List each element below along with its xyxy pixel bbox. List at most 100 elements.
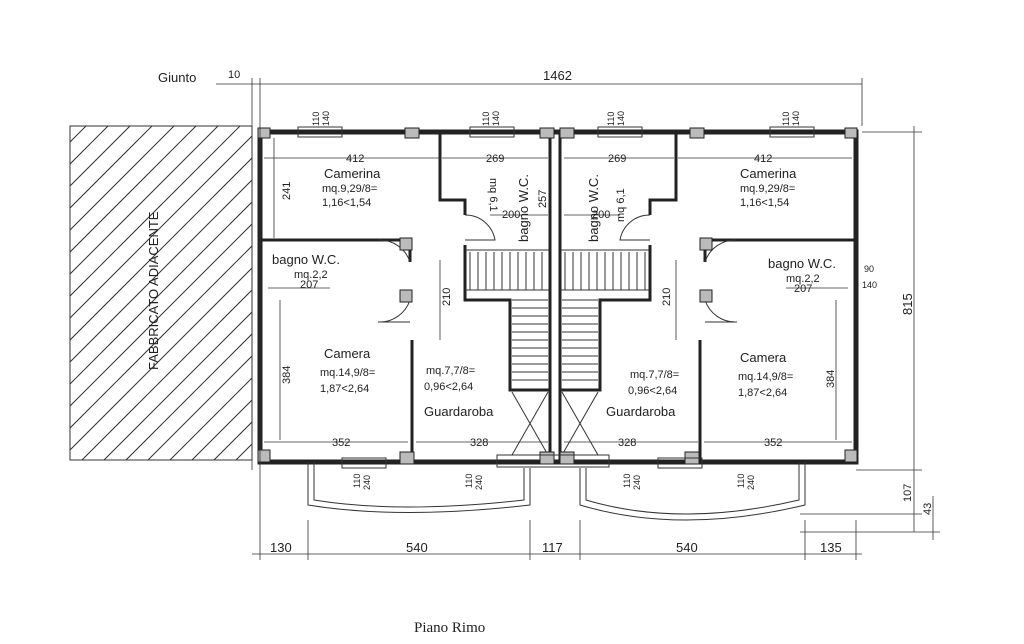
- camera-name: Camera: [740, 350, 787, 365]
- hatch-line: [70, 126, 175, 231]
- bagno-width: 207: [300, 279, 318, 291]
- hatch-line: [70, 157, 252, 341]
- hatch-line: [70, 223, 252, 407]
- camera-width: 352: [332, 437, 350, 449]
- dim-bottom-left: 130: [270, 540, 292, 555]
- camerina-width: 412: [346, 153, 364, 165]
- door-swings: [377, 214, 738, 323]
- win-sill-label: 110: [736, 474, 746, 488]
- rooms-right: 269 412 Camerina mq.9,29/8= 1,16<1,54 ba…: [586, 153, 837, 449]
- joint-label: Giunto: [158, 70, 196, 85]
- hatch-line: [169, 377, 252, 460]
- dimension-labels: Giunto 10 1462 815 107 43 90 140 130 540…: [158, 68, 934, 555]
- dim-bottom-span-right: 540: [676, 540, 698, 555]
- dim-right-balcony: 107: [902, 484, 914, 502]
- hatch-line: [125, 333, 252, 460]
- guardaroba-name: Guardaroba: [606, 404, 676, 419]
- rooms-left: 412 269 Camerina mq.9,29/8= 1,16<1,54 24…: [272, 153, 549, 449]
- hatch-line: [147, 355, 252, 460]
- guardaroba-width: 328: [470, 437, 488, 449]
- bagno-upper-area: mq 6,1: [487, 178, 499, 212]
- dim-right-win-a: 90: [864, 264, 874, 274]
- staircase: [469, 252, 646, 456]
- win-sill-label: 110: [781, 112, 791, 126]
- adjacent-building: FABBRICATO ADIACENTE: [0, 125, 253, 461]
- bagno-name: bagno W.C.: [768, 256, 836, 271]
- win-sill-label: 110: [352, 474, 362, 488]
- bagno-upper-name: bagno W.C.: [586, 174, 601, 242]
- hatch-line: [191, 399, 252, 460]
- dim-right-win-b: 140: [862, 280, 877, 290]
- hatch-line: [70, 267, 252, 451]
- hatch-line: [70, 126, 241, 297]
- win-width-label: 140: [321, 111, 331, 126]
- bagno-width: 207: [794, 283, 812, 295]
- win-width-label: 240: [362, 475, 372, 490]
- guardaroba-area: mq.7,7/8=: [426, 365, 475, 377]
- guardaroba-ratio: 0,96<2,64: [628, 385, 677, 397]
- hatch-line: [0, 126, 64, 460]
- camera-ratio: 1,87<2,64: [320, 383, 369, 395]
- win-sill-label: 110: [311, 112, 321, 126]
- camerina-ratio: 1,16<1,54: [322, 197, 371, 209]
- hatch-line: [70, 179, 252, 363]
- camerina-name: Camerina: [324, 166, 381, 181]
- win-width-label: 240: [474, 475, 484, 490]
- dim-bottom-mid: 117: [542, 540, 563, 555]
- corridor-width: 210: [441, 288, 453, 306]
- hatch-line: [70, 126, 197, 253]
- hatch-line: [70, 201, 252, 385]
- camera-ratio: 1,87<2,64: [738, 387, 787, 399]
- win-sill-label: 110: [481, 112, 491, 126]
- corridor-width: 210: [661, 288, 673, 306]
- bagno-area: mq.2,2: [786, 273, 820, 285]
- outer-walls: [257, 129, 859, 465]
- hatch-line: [70, 126, 219, 275]
- bagno-door: 200: [592, 209, 610, 221]
- stair-tread: [561, 391, 599, 456]
- win-width-label: 240: [632, 475, 642, 490]
- win-sill-label: 110: [464, 474, 474, 488]
- windows: [297, 126, 815, 469]
- camerina-name: Camerina: [740, 166, 797, 181]
- adjacent-building-label: FABBRICATO ADIACENTE: [146, 211, 161, 370]
- camera-depth: 384: [281, 366, 293, 384]
- dimension-lines: [216, 78, 940, 560]
- win-width-label: 240: [746, 475, 756, 490]
- camera-area: mq.14,9/8=: [738, 371, 793, 383]
- camera-area: mq.14,9/8=: [320, 367, 375, 379]
- bagno-upper-width: 269: [608, 153, 626, 165]
- hatch-line: [70, 126, 131, 187]
- dim-bottom-right: 135: [820, 540, 842, 555]
- camera-name: Camera: [324, 346, 371, 361]
- bagno-door: 200: [502, 209, 520, 221]
- bagno-upper-width: 269: [486, 153, 504, 165]
- camera-width: 352: [764, 437, 782, 449]
- guardaroba-area: mq.7,7/8=: [630, 369, 679, 381]
- dim-top-total: 1462: [543, 68, 572, 83]
- win-width-label: 140: [616, 111, 626, 126]
- camerina-depth: 241: [281, 182, 293, 200]
- camerina-area: mq.9,29/8=: [322, 183, 377, 195]
- dim-right-small: 43: [922, 503, 934, 515]
- win-sill-label: 110: [622, 474, 632, 488]
- bagno-upper-area: mq 6,1: [615, 188, 627, 222]
- bagno-upper-name: bagno W.C.: [516, 174, 531, 242]
- camerina-ratio: 1,16<1,54: [740, 197, 789, 209]
- hatch-line: [81, 289, 252, 460]
- hatch-line: [70, 135, 252, 319]
- camerina-area: mq.9,29/8=: [740, 183, 795, 195]
- bagno-area: mq.2,2: [294, 269, 328, 281]
- hatch-line: [103, 311, 252, 460]
- bagno-upper-depth: 257: [537, 190, 549, 208]
- win-width-label: 140: [491, 111, 501, 126]
- win-width-label: 140: [791, 111, 801, 126]
- drawing-caption: Piano Rimo: [414, 620, 485, 636]
- win-sill-label: 110: [606, 112, 616, 126]
- camerina-width: 412: [754, 153, 772, 165]
- dim-right-total: 815: [900, 293, 915, 315]
- balconies: [307, 454, 806, 521]
- hatch-line: [70, 126, 153, 209]
- guardaroba-width: 328: [618, 437, 636, 449]
